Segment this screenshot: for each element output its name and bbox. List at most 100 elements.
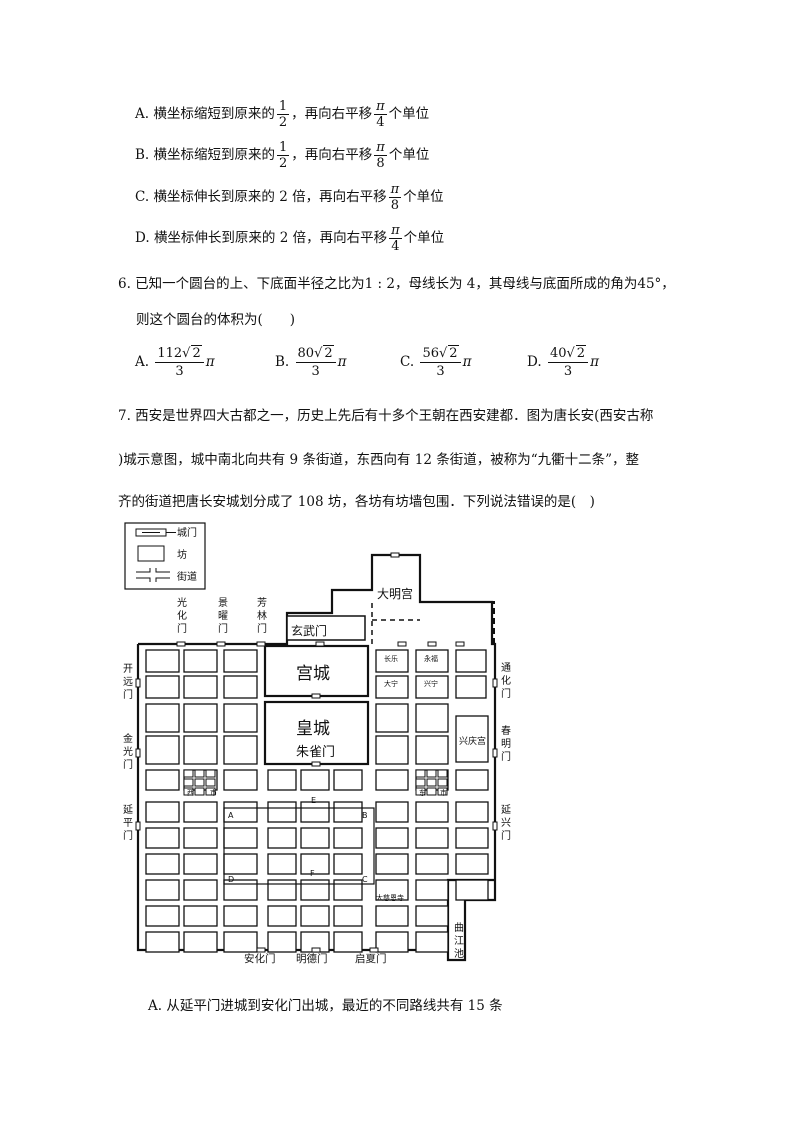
ward-block [145,649,180,673]
ward-block [223,649,258,673]
gate-marker [311,947,321,953]
option-text: 个单位 [403,230,445,246]
q7-stem-line2: )城示意图，城中南北向共有 9 条街道，东西向有 12 条街道，被称为“九衢十二… [118,452,640,468]
market-cell [194,769,205,778]
ward-block [375,735,409,765]
gate-marker [256,641,266,647]
east-gate-labels: 通化门 春明门 延兴门 [501,662,511,842]
q7-stem-line1: 7. 西安是世界四大古都之一，历史上先后有十多个王朝在西安建都．图为唐长安(西安… [118,408,654,424]
ward-block [300,853,330,875]
ward-block [375,931,409,953]
ward-block [375,649,409,673]
ward-block [183,931,218,953]
ward-block [300,827,330,849]
ward-block [375,675,409,699]
q7-option-a: A. 从延平门进城到安化门出城，最近的不同路线共有 15 条 [148,998,503,1014]
option-letter: A. [135,106,150,122]
ward-block [183,853,218,875]
ward-block [267,827,297,849]
gate-marker [311,693,321,699]
ward-block [183,905,218,927]
gate-marker [135,748,141,758]
svg-text:大慈恩寺: 大慈恩寺 [376,893,404,902]
option-text: 个单位 [388,106,430,122]
option-text: ，再向右平移 [291,147,373,163]
xuanwu-gate-label: 玄武门 [291,623,327,638]
option-text: ，再向右平移 [291,106,373,122]
gate-marker [492,748,498,758]
palace-city-wall [263,644,370,698]
svg-text:永福: 永福 [424,654,438,663]
ward-block [267,905,297,927]
option-letter: D. [135,230,150,246]
ward-block [145,801,180,823]
ward-block [223,879,258,901]
gate-marker [135,821,141,831]
svg-text:通化门: 通化门 [501,662,511,700]
ward-block [145,735,180,765]
ward-block [455,715,489,763]
market-cell [205,778,216,787]
option-letter: B. [135,147,150,163]
svg-text:A: A [228,811,234,820]
gate-marker [455,641,465,647]
ward-block [333,931,363,953]
market-cell [183,769,194,778]
option-text: 横坐标缩短到原来的 [153,147,276,163]
ward-block [145,675,180,699]
gate-marker [176,641,186,647]
q7-stem-line3: 齐的街道把唐长安城划分成了 108 坊，各坊有坊墙包围．下列说法错误的是( ) [118,494,595,510]
gate-markers [135,552,498,953]
market-cell [194,787,205,796]
svg-text:E: E [311,796,316,805]
ward-block [223,703,258,733]
market-cell [183,787,194,796]
ward-block [415,735,449,765]
market-cell [205,787,216,796]
market-cell [437,778,448,787]
daming-palace-label: 大明宫 [377,586,413,601]
ward-block [415,801,449,823]
ward-block [183,735,218,765]
market-cell [415,787,426,796]
svg-text:明德门: 明德门 [296,952,328,965]
north-gate-labels: 光化门 景曜门 芳林门 [177,596,267,635]
daming-east-dashed-wall [420,601,495,644]
svg-text:东: 东 [419,788,426,797]
west-gate-labels: 开远门 金光门 延平门 [123,664,133,842]
market-cell [426,778,437,787]
svg-text:西: 西 [187,789,194,797]
svg-text:启夏门: 启夏门 [355,952,387,965]
ward-block [300,879,330,901]
ward-block [415,853,449,875]
ward-block [333,905,363,927]
ward-block [145,931,180,953]
ward-block [145,827,180,849]
ward-block [375,879,409,901]
ward-block [333,853,363,875]
svg-text:B: B [362,811,368,820]
svg-text:光化门: 光化门 [177,596,187,635]
ward-block [455,649,487,673]
map-legend: 城门 坊 街道 [124,522,206,590]
market-cell [426,787,437,796]
svg-text:春明门: 春明门 [501,725,511,763]
legend-gate-label: 城门 [177,526,197,539]
market-cell [415,769,426,778]
market-cell [437,787,448,796]
svg-text:金光门: 金光门 [123,732,133,771]
ward-block [333,769,363,791]
option-text: 横坐标缩短到原来的 [153,106,275,122]
ward-block [375,905,409,927]
palace-city-label: 宫城 [296,664,330,684]
